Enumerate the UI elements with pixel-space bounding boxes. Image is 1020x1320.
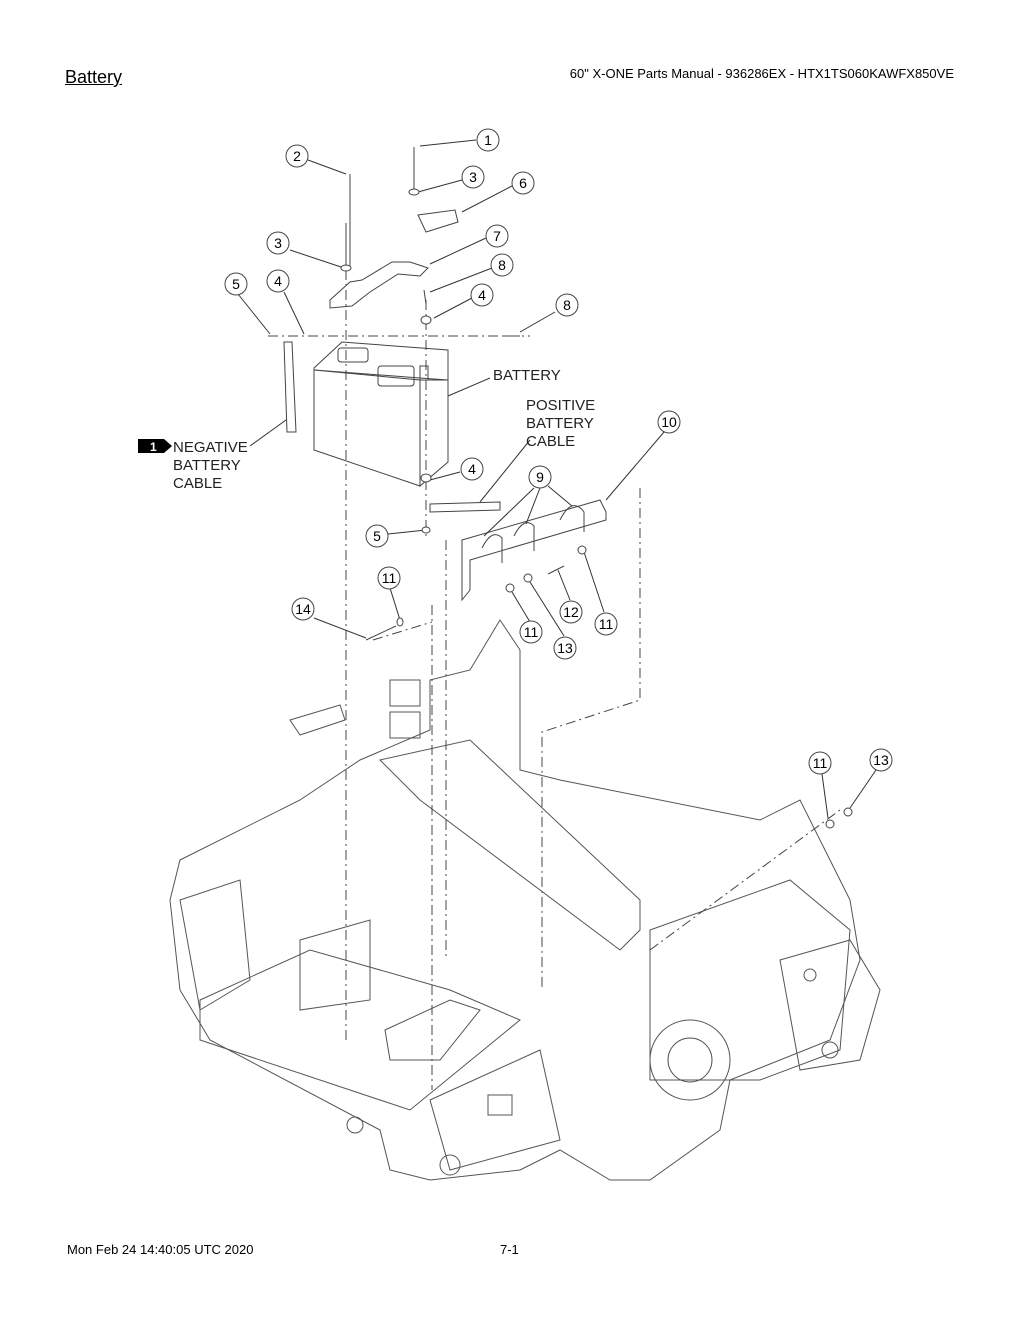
battery-label: BATTERY bbox=[493, 367, 561, 384]
svg-text:3: 3 bbox=[469, 169, 477, 185]
page-title: Battery bbox=[65, 67, 123, 87]
callout: 11 bbox=[594, 612, 618, 636]
svg-text:11: 11 bbox=[599, 616, 614, 632]
callout: 10 bbox=[657, 410, 681, 434]
cable-bracket bbox=[461, 499, 607, 602]
callout: 9 bbox=[528, 465, 552, 489]
callout: 6 bbox=[511, 171, 535, 195]
callout: 5 bbox=[224, 272, 248, 296]
svg-text:6: 6 bbox=[519, 175, 527, 191]
svg-text:14: 14 bbox=[295, 601, 311, 617]
svg-text:13: 13 bbox=[557, 640, 573, 656]
positive-cable bbox=[429, 501, 501, 513]
leader-lines bbox=[237, 139, 877, 819]
callout: 5 bbox=[365, 524, 389, 548]
positive-cable-label-3: CABLE bbox=[526, 433, 575, 450]
callout: 11 bbox=[808, 751, 832, 775]
svg-text:4: 4 bbox=[468, 461, 476, 477]
negative-badge-number: 1 bbox=[150, 440, 157, 454]
footer-timestamp: Mon Feb 24 14:40:05 UTC 2020 bbox=[67, 1242, 254, 1257]
callout: 3 bbox=[266, 231, 290, 255]
negative-cable bbox=[283, 341, 297, 433]
callout: 8 bbox=[490, 253, 514, 277]
svg-text:2: 2 bbox=[293, 148, 301, 164]
negative-badge-arrow bbox=[164, 439, 172, 453]
battery-body bbox=[313, 341, 449, 488]
callout: 14 bbox=[291, 597, 315, 621]
svg-text:3: 3 bbox=[274, 235, 282, 251]
positive-cable-label-1: POSITIVE bbox=[526, 397, 595, 414]
assembly-lines bbox=[268, 270, 841, 1090]
callout: 4 bbox=[470, 283, 494, 307]
manual-title: 60" X-ONE Parts Manual - 936286EX - HTX1… bbox=[569, 66, 954, 81]
svg-text:10: 10 bbox=[661, 414, 677, 430]
callout: 12 bbox=[559, 600, 583, 624]
svg-text:4: 4 bbox=[274, 273, 282, 289]
hold-down-bracket bbox=[329, 147, 459, 309]
negative-cable-label-3: CABLE bbox=[173, 475, 222, 492]
positive-cable-label-2: BATTERY bbox=[526, 415, 594, 432]
negative-cable-label-2: BATTERY bbox=[173, 457, 241, 474]
frame bbox=[169, 619, 881, 1181]
callout: 2 bbox=[285, 144, 309, 168]
svg-text:8: 8 bbox=[498, 257, 506, 273]
callout: 4 bbox=[266, 269, 290, 293]
svg-text:13: 13 bbox=[873, 752, 889, 768]
negative-cable-label-1: NEGATIVE bbox=[173, 439, 248, 456]
callout: 4 bbox=[460, 457, 484, 481]
callout: 1 bbox=[476, 128, 500, 152]
callout: 11 bbox=[519, 620, 543, 644]
negative-badge-box bbox=[138, 439, 164, 453]
svg-text:1: 1 bbox=[484, 132, 492, 148]
callout: 13 bbox=[869, 748, 893, 772]
svg-text:11: 11 bbox=[524, 624, 539, 640]
svg-text:11: 11 bbox=[382, 570, 397, 586]
svg-text:4: 4 bbox=[478, 287, 486, 303]
svg-text:9: 9 bbox=[536, 469, 544, 485]
svg-text:8: 8 bbox=[563, 297, 571, 313]
svg-text:12: 12 bbox=[563, 604, 579, 620]
callout: 8 bbox=[555, 293, 579, 317]
hardware bbox=[270, 188, 853, 829]
page-number: 7-1 bbox=[500, 1242, 519, 1257]
svg-text:5: 5 bbox=[232, 276, 240, 292]
svg-text:5: 5 bbox=[373, 528, 381, 544]
callouts: 1 2 3 6 3 7 8 5 4 4 8 10 4 9 5 11 14 11 … bbox=[224, 128, 893, 775]
callout: 3 bbox=[461, 165, 485, 189]
svg-text:11: 11 bbox=[813, 755, 828, 771]
callout: 11 bbox=[377, 566, 401, 590]
svg-text:7: 7 bbox=[493, 228, 501, 244]
callout: 7 bbox=[485, 224, 509, 248]
callout: 13 bbox=[553, 636, 577, 660]
